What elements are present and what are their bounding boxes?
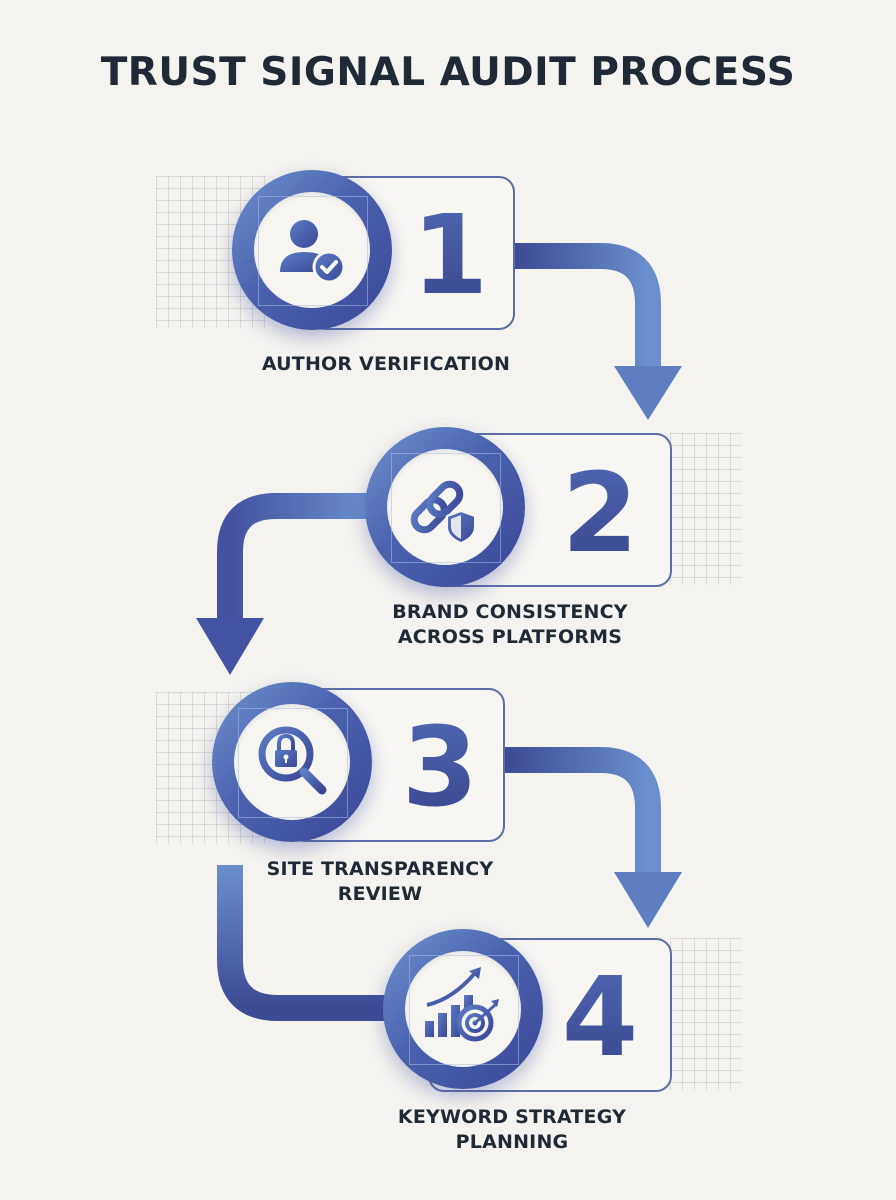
step-label-4-line1: KEYWORD STRATEGY [397,1106,627,1128]
grid-decoration-4 [670,938,742,1090]
chart-target-icon [425,967,499,1042]
step-label-4: KEYWORD STRATEGY PLANNING [342,1105,682,1155]
link-shield-icon [410,480,476,545]
step-label-3: SITE TRANSPARENCY REVIEW [210,857,550,907]
step-icon-ring-1 [232,170,392,330]
grid-decoration-2 [670,433,742,585]
step-label-4-line2: PLANNING [455,1131,569,1153]
arrow-step3-to-step4-right [505,747,682,928]
step-label-2-line2: ACROSS PLATFORMS [397,626,623,648]
step-label-1-line1: AUTHOR VERIFICATION [261,353,511,375]
step-label-1: AUTHOR VERIFICATION [216,352,556,377]
step-icon-ring-4 [383,929,543,1089]
magnifier-lock-icon [258,726,327,795]
step-number-1: 1 [405,200,495,310]
step-icon-ring-3 [212,682,372,842]
arrow-step1-to-step2 [514,243,682,420]
step-number-3: 3 [395,712,485,822]
step-number-2: 2 [555,458,645,568]
arrow-step3-to-step4-left [217,865,395,1021]
arrow-step2-to-step3 [196,493,372,675]
step-label-3-line1: SITE TRANSPARENCY [266,858,494,880]
page-title: TRUST SIGNAL AUDIT PROCESS [100,50,796,95]
user-check-icon [280,220,346,284]
step-label-2: BRAND CONSISTENCY ACROSS PLATFORMS [340,600,680,650]
step-label-2-line1: BRAND CONSISTENCY [392,601,628,623]
step-label-3-line2: REVIEW [337,883,423,905]
step-icon-ring-2 [365,427,525,587]
step-number-4: 4 [555,962,645,1072]
